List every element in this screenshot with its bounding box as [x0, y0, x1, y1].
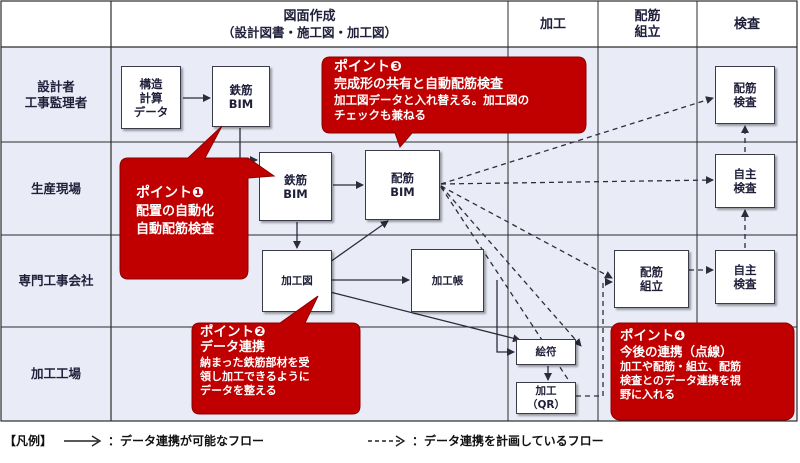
- callout-p3-shape: [321, 56, 587, 148]
- callout-p4-body: 加工や配筋・組立、配筋 検査とのデータ連携を視 野に入れる: [620, 360, 741, 401]
- flow-drawing-to-arrange: [329, 220, 389, 263]
- header-drawing-title: 図面作成: [283, 8, 336, 24]
- callout-p3-title: ポイント❸: [334, 59, 402, 75]
- node-processing-drawing: 加工図: [262, 250, 332, 312]
- callout-p2-subtitle: データ連携: [200, 340, 266, 355]
- header-processing: 加工: [539, 16, 566, 32]
- header-drawing-sub: （設計図書・施工図・加工図）: [221, 24, 397, 40]
- callout-p3: ポイント❸ 完成形の共有と自動配筋検査 加工図データと入れ替える。加工図の チェ…: [334, 59, 584, 123]
- node-arrangement-inspection: 配筋 検査: [715, 66, 775, 124]
- row-designer: 設計者 工事監理者: [24, 78, 88, 110]
- callout-p2-title: ポイント❷: [200, 324, 266, 340]
- callout-p2-shape: [191, 295, 361, 415]
- node-processing-ledger: 加工帳: [411, 249, 484, 312]
- legend-dashed-arrow-icon: [368, 435, 406, 447]
- legend: 【凡例】 ：データ連携が可能なフロー ：データ連携を計画しているフロー: [4, 432, 794, 456]
- node-arrangement-bim: 配筋 BIM: [365, 150, 440, 220]
- callout-p4-subtitle: 今後の連携（点線）: [620, 344, 733, 359]
- callout-p3-subtitle: 完成形の共有と自動配筋検査: [334, 77, 504, 92]
- callout-p2: ポイント❷ データ連携 納まった鉄筋部材を受 領し加工できるように データを整え…: [200, 324, 358, 398]
- callout-p1-body: 配置の自動化 自動配筋検査: [136, 204, 215, 237]
- callout-p1-title: ポイント❶: [136, 185, 204, 201]
- node-self-inspection-mid: 自主 検査: [715, 154, 775, 208]
- callout-p3-body: 加工図データと入れ替える。加工図の チェックも兼ねる: [334, 93, 530, 122]
- node-structural-calc: 構造 計算 データ: [121, 66, 181, 129]
- callout-p1-shape: [119, 125, 276, 280]
- callout-p4-title: ポイント❹: [620, 328, 686, 344]
- header-drawing: 図面作成 （設計図書・施工図・加工図）: [111, 2, 508, 47]
- header-arrangement: 配筋 組立: [634, 8, 661, 40]
- flow-ledger-to-tag: [496, 280, 515, 356]
- callout-p4: ポイント❹ 今後の連携（点線） 加工や配筋・組立、配筋 検査とのデータ連携を視 …: [620, 328, 792, 402]
- legend-label: 【凡例】: [4, 434, 53, 448]
- node-tag: 絵符: [516, 339, 576, 365]
- row-factory: 加工工場: [30, 366, 81, 381]
- callout-p1: ポイント❶ 配置の自動化 自動配筋検査: [136, 184, 248, 239]
- callout-p2-body: 納まった鉄筋部材を受 領し加工できるように データを整える: [200, 356, 310, 397]
- row-production-site: 生産現場: [30, 180, 81, 196]
- node-arrangement-assembly: 配筋 組立: [614, 250, 689, 308]
- flow-drawing-to-tag: [329, 291, 521, 343]
- node-self-inspection-bottom: 自主 検査: [715, 250, 775, 304]
- legend-solid-arrow-icon: [64, 435, 102, 447]
- node-rebar-bim-top: 鉄筋 BIM: [212, 66, 270, 127]
- node-rebar-bim-mid: 鉄筋 BIM: [259, 152, 332, 221]
- header-inspection: 検査: [733, 16, 760, 32]
- legend-solid-text: ：データ連携が可能なフロー: [108, 434, 265, 448]
- row-specialist: 専門工事会社: [18, 273, 94, 288]
- callout-p4-shape: [610, 322, 795, 421]
- node-processing-qr: 加工 （QR）: [516, 382, 576, 414]
- legend-dashed-text: ：データ連携を計画しているフロー: [412, 434, 604, 448]
